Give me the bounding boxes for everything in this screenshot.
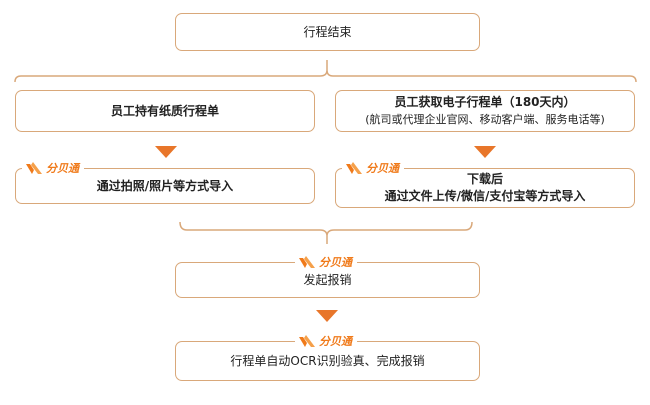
submit-label: 发起报销 bbox=[303, 272, 352, 287]
right-source-title: 员工获取电子行程单（180天内） bbox=[394, 95, 576, 109]
brand-name: 分贝通 bbox=[319, 256, 352, 269]
left-import-node: 通过拍照/照片等方式导入 bbox=[15, 168, 315, 204]
top-brace bbox=[14, 60, 637, 83]
left-import-label: 通过拍照/照片等方式导入 bbox=[96, 178, 234, 193]
bottom-brace bbox=[179, 221, 473, 244]
brand-logo-final: 分贝通 bbox=[295, 332, 357, 350]
brand-logo-left: 分贝通 bbox=[22, 159, 84, 177]
right-import-line2: 通过文件上传/微信/支付宝等方式导入 bbox=[384, 189, 586, 203]
arrow-center-down bbox=[316, 310, 338, 322]
brand-name: 分贝通 bbox=[366, 162, 399, 175]
left-source-node: 员工持有纸质行程单 bbox=[15, 90, 315, 132]
left-source-label: 员工持有纸质行程单 bbox=[110, 103, 219, 118]
fenbeitong-logo-icon bbox=[26, 162, 42, 174]
brand-name: 分贝通 bbox=[46, 162, 79, 175]
fenbeitong-logo-icon bbox=[299, 256, 315, 268]
arrow-right-down bbox=[474, 146, 496, 158]
right-source-node: 员工获取电子行程单（180天内） (航司或代理企业官网、移动客户端、服务电话等) bbox=[335, 90, 635, 132]
fenbeitong-logo-icon bbox=[346, 162, 362, 174]
start-node: 行程结束 bbox=[175, 13, 480, 51]
right-source-note: (航司或代理企业官网、移动客户端、服务电话等) bbox=[365, 113, 605, 126]
final-node: 行程单自动OCR识别验真、完成报销 bbox=[175, 341, 480, 381]
brand-logo-submit: 分贝通 bbox=[295, 253, 357, 271]
fenbeitong-logo-icon bbox=[299, 335, 315, 347]
final-label: 行程单自动OCR识别验真、完成报销 bbox=[230, 353, 425, 368]
right-import-line1: 下载后 bbox=[466, 172, 503, 186]
brand-name: 分贝通 bbox=[319, 335, 352, 348]
arrow-left-down bbox=[155, 146, 177, 158]
start-node-label: 行程结束 bbox=[303, 24, 352, 39]
brand-logo-right: 分贝通 bbox=[342, 159, 404, 177]
